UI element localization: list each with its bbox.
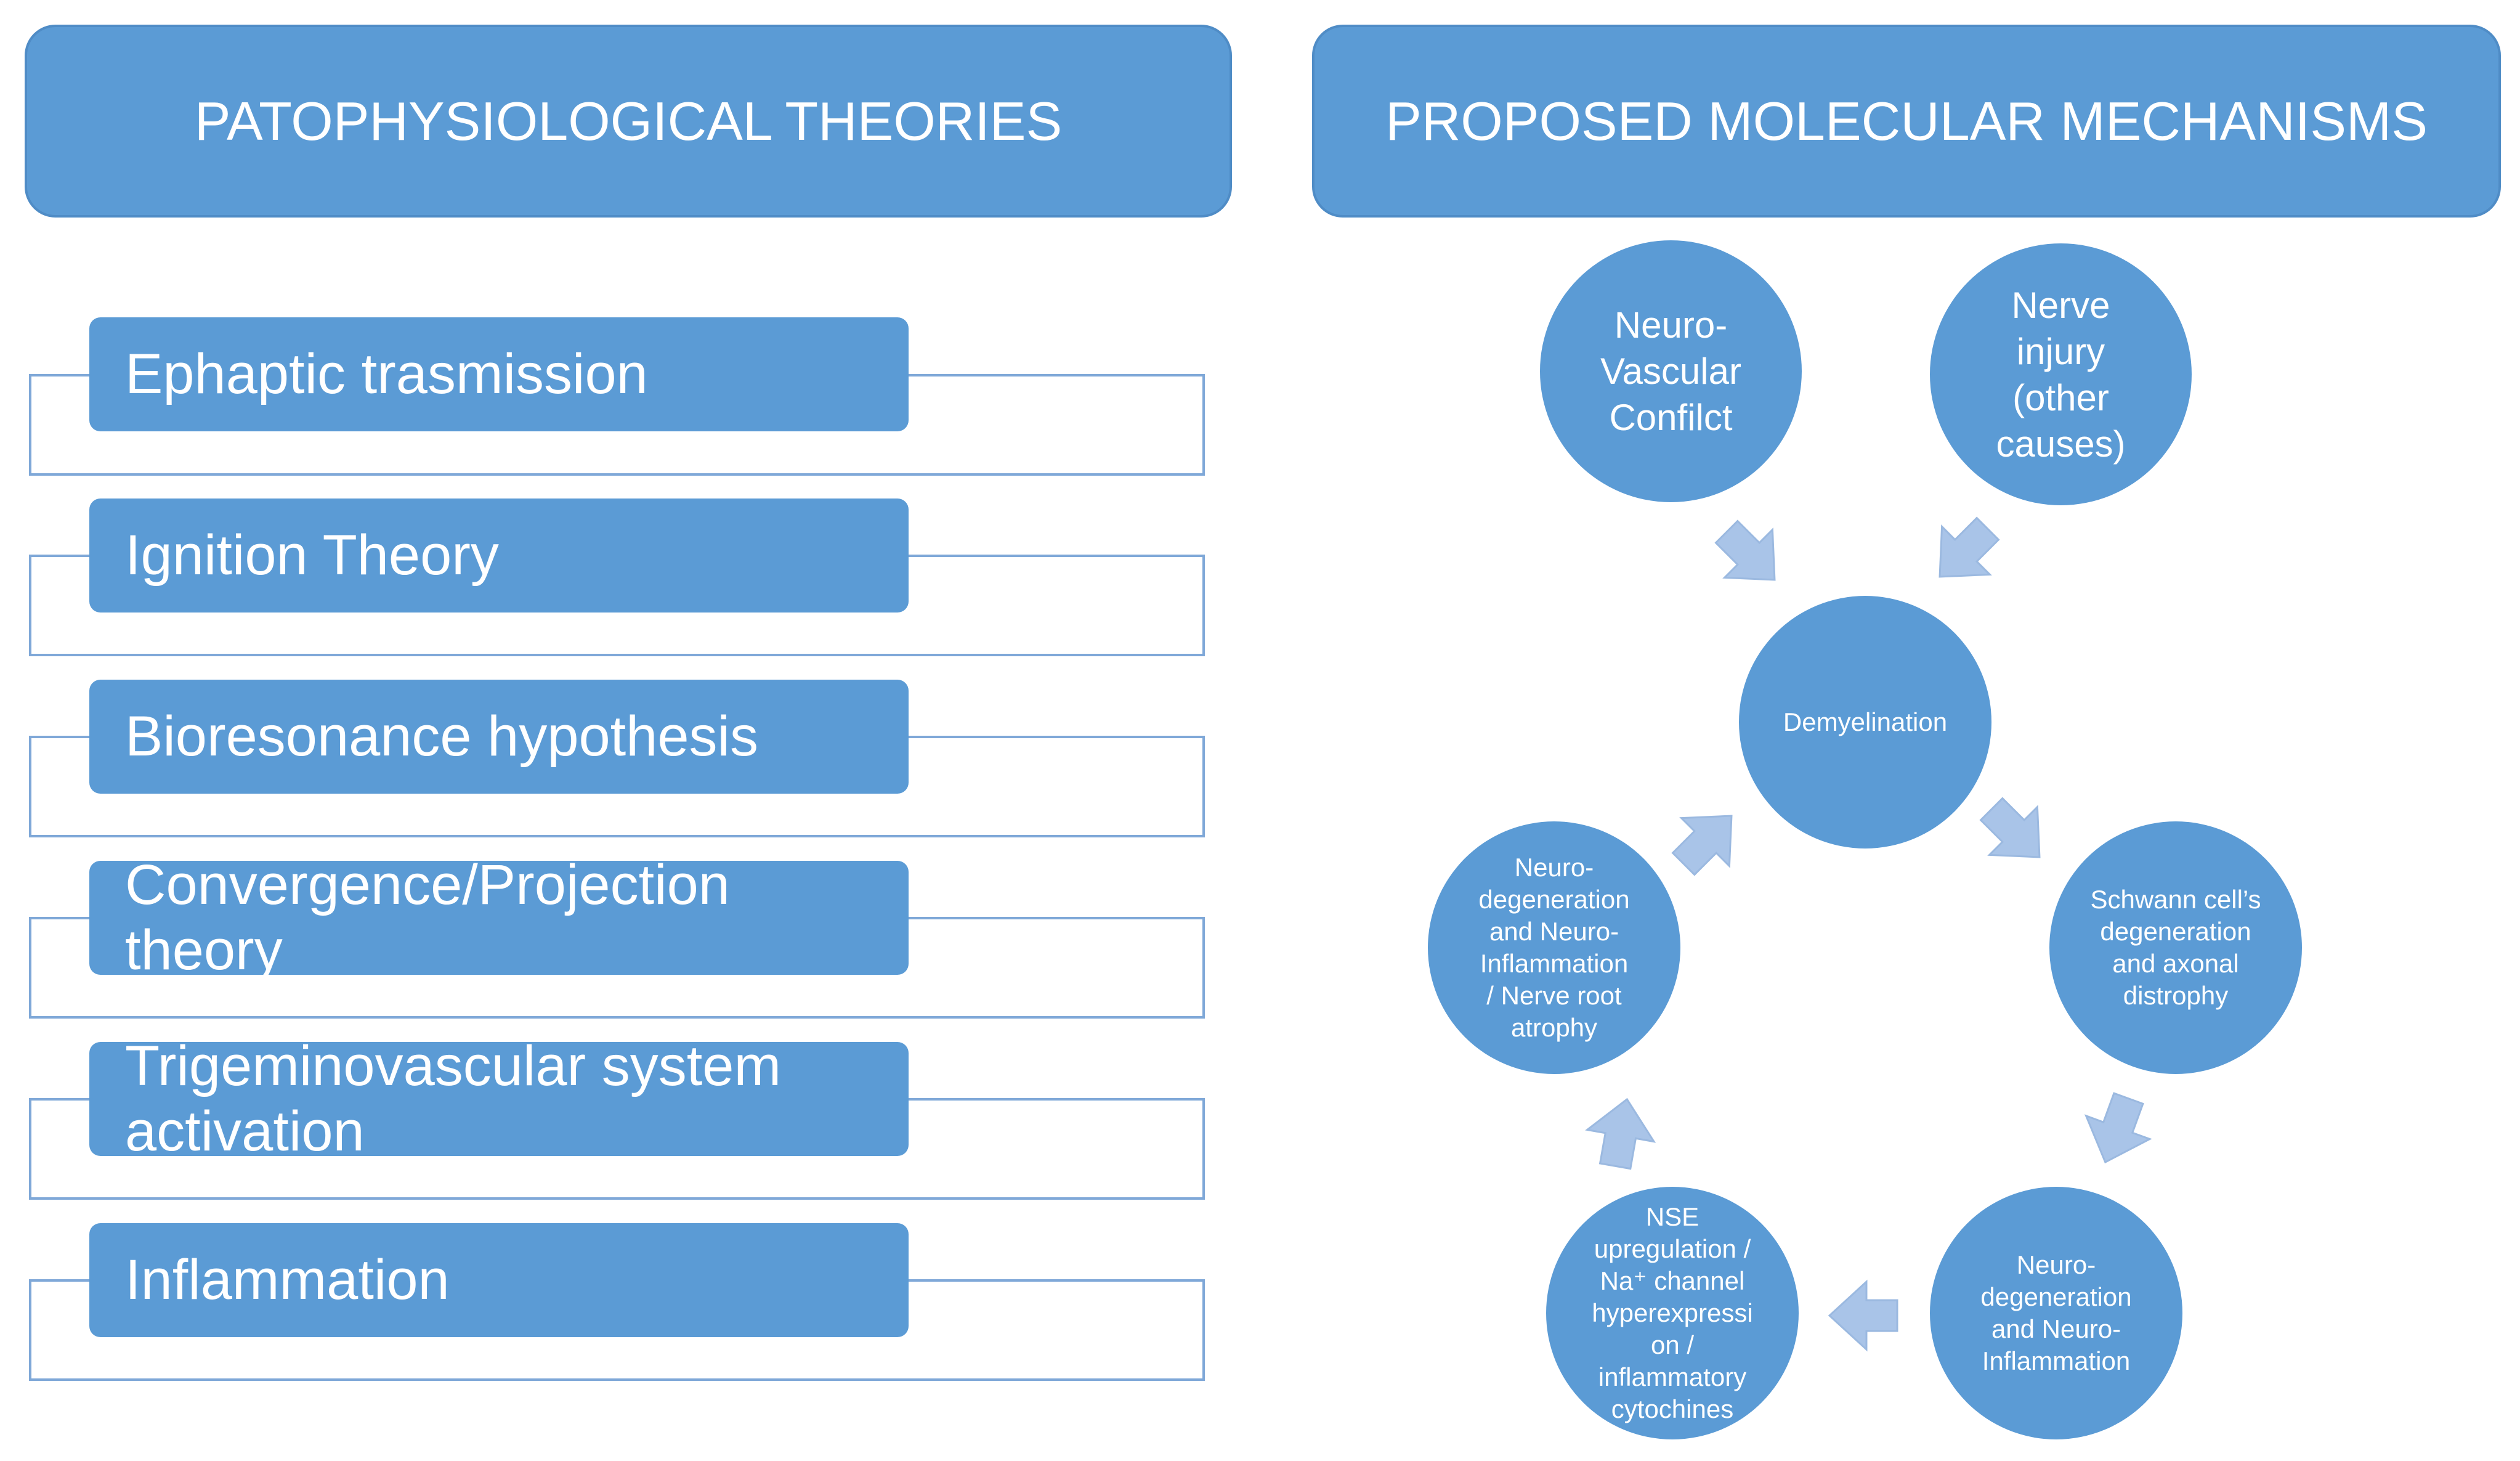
theory-convergence-projection: Convergence/Projection theory <box>89 853 909 982</box>
theory-bioresonance: Bioresonance hypothesis <box>89 680 909 794</box>
theory-label: Convergence/Projection theory <box>125 853 730 982</box>
theory-inflammation: Inflammation <box>89 1223 909 1337</box>
theory-label: Trigeminovascular system activation <box>125 1034 782 1163</box>
theory-trigeminovascular: Trigeminovascular system activation <box>89 1035 909 1163</box>
node-label: Schwann cell’s degeneration and axonal d… <box>2090 885 2261 1010</box>
arrow-atrophy-to-demyelination <box>1658 791 1757 889</box>
node-neurodegeneration-atrophy: Neuro- degeneration and Neuro- Inflammat… <box>1428 821 1680 1074</box>
node-label: Nerve injury (other causes) <box>1996 284 2126 465</box>
node-demyelination: Demyelination <box>1739 596 1991 849</box>
right-header-text: PROPOSED MOLECULAR MECHANISMS <box>1385 90 2428 152</box>
theory-ephaptic-transmission: Ephaptic trasmission <box>89 317 909 431</box>
theory-label: Ignition Theory <box>125 523 499 587</box>
node-label: Neuro- degeneration and Neuro- Inflammat… <box>1478 853 1630 1042</box>
theory-ignition: Ignition Theory <box>89 499 909 612</box>
arrow-demyelination-to-schwann <box>1966 784 2065 882</box>
node-nerve-injury: Nerve injury (other causes) <box>1930 243 2192 505</box>
arrow-nse-to-atrophy <box>1581 1092 1661 1173</box>
node-label: Demyelination <box>1783 707 1948 736</box>
node-schwann-degeneration: Schwann cell’s degeneration and axonal d… <box>2049 821 2302 1074</box>
node-neurovascular-conflict: Neuro- Vascular Confilct <box>1540 240 1802 502</box>
theory-label: Ephaptic trasmission <box>125 342 648 405</box>
node-nse-upregulation: NSE upregulation / Na⁺ channel hyperexpr… <box>1546 1187 1799 1439</box>
arrow-schwann-to-neurodeg <box>2072 1086 2161 1175</box>
arrow-injury-to-demyelination <box>1914 503 2013 602</box>
patophysiological-theories-header: PATOPHYSIOLOGICAL THEORIES <box>25 25 1232 218</box>
theory-label: Bioresonance hypothesis <box>125 704 758 768</box>
molecular-mechanisms-header: PROPOSED MOLECULAR MECHANISMS <box>1312 25 2501 218</box>
node-neurodegeneration-inflammation: Neuro- degeneration and Neuro- Inflammat… <box>1930 1187 2182 1439</box>
arrow-nvc-to-demyelination <box>1701 507 1800 605</box>
node-label: Neuro- degeneration and Neuro- Inflammat… <box>1980 1250 2132 1375</box>
node-label: NSE upregulation / Na⁺ channel hyperexpr… <box>1592 1202 1753 1423</box>
left-header-text: PATOPHYSIOLOGICAL THEORIES <box>194 90 1063 152</box>
theory-label: Inflammation <box>125 1248 450 1311</box>
arrow-neurodeg-to-nse <box>1828 1280 1898 1351</box>
node-label: Neuro- Vascular Confilct <box>1600 304 1741 438</box>
